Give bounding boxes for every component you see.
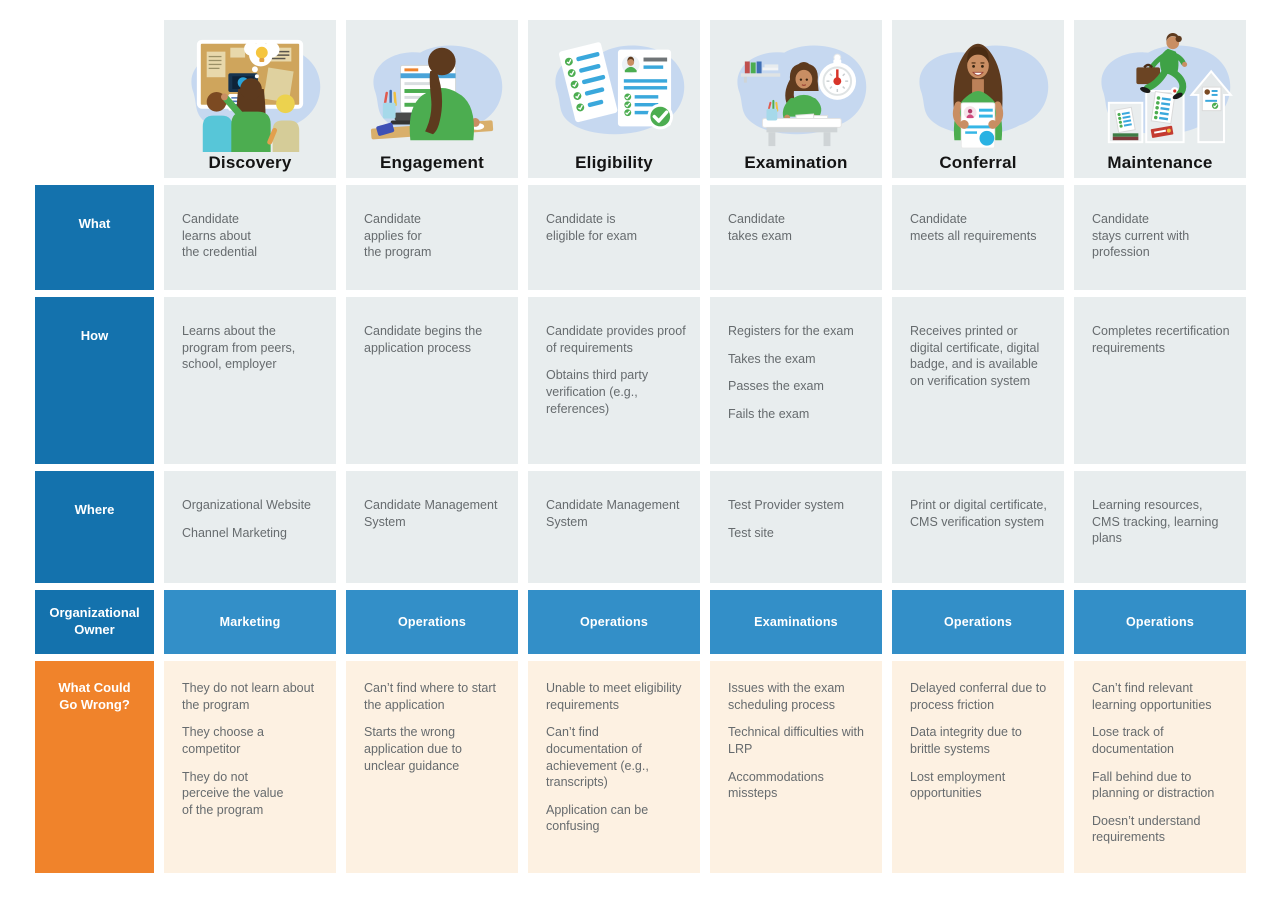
cell-paragraph: Learning resources, CMS tracking, learni… — [1092, 498, 1219, 546]
corner-spacer — [35, 20, 154, 178]
cell-paragraph: Organizational Website — [182, 498, 312, 512]
examination-illustration — [737, 45, 867, 147]
cell-paragraph: Can’t find relevant learning opportuniti… — [1092, 681, 1212, 712]
row-header-where: Where — [35, 471, 154, 583]
owner-cell-eligibility: Operations — [528, 590, 700, 654]
cell-paragraph: Test Provider system — [728, 498, 845, 512]
what-cell-examination: Candidate takes exam — [710, 185, 882, 290]
how-cell-conferral: Receives printed or digital certificate,… — [892, 297, 1064, 464]
owner-cell-discovery: Marketing — [164, 590, 336, 654]
stage-title-examination: Examination — [744, 153, 848, 172]
what-cell-maintenance: Candidate stays current with profession — [1074, 185, 1246, 290]
row-header-how: How — [35, 297, 154, 464]
cell-paragraph: Candidate provides proof of requirements — [546, 324, 686, 355]
cell-paragraph: Registers for the exam — [728, 324, 854, 338]
cell-paragraph: Channel Marketing — [182, 525, 287, 540]
eligibility-illustration — [555, 42, 685, 135]
stage-header-conferral: Conferral — [892, 20, 1064, 178]
what-cell-conferral: Candidate meets all requirements — [892, 185, 1064, 290]
how-cell-discovery: Learns about the program from peers, sch… — [164, 297, 336, 464]
what-cell-engagement: Candidate applies for the program — [346, 185, 518, 290]
stage-header-discovery: Discovery — [164, 20, 336, 178]
cell-paragraph: Passes the exam — [728, 379, 824, 394]
cell-paragraph: Receives printed or digital certificate,… — [910, 324, 1040, 388]
wrong-cell-engagement: Can’t find where to start the applicatio… — [346, 661, 518, 873]
stage-title-discovery: Discovery — [208, 153, 292, 172]
maintenance-illustration — [1101, 32, 1233, 144]
stage-header-examination: Examination — [710, 20, 882, 178]
cell-paragraph: Lose track of documentation — [1092, 725, 1175, 756]
cell-paragraph: Delayed conferral due to process frictio… — [910, 681, 1047, 712]
owner-cell-maintenance: Operations — [1074, 590, 1246, 654]
cell-paragraph: Application can be confusing — [546, 802, 649, 834]
owner-cell-engagement: Operations — [346, 590, 518, 654]
owner-cell-conferral: Operations — [892, 590, 1064, 654]
discovery-illustration — [191, 39, 321, 152]
stage-title-conferral: Conferral — [939, 153, 1017, 172]
stage-header-eligibility: Eligibility — [528, 20, 700, 178]
cell-paragraph: Accommodations missteps — [728, 769, 824, 801]
cell-paragraph: They do not perceive the value of the pr… — [182, 769, 284, 817]
candidate-journey-map: Discovery Engagement — [35, 20, 1246, 873]
stage-header-maintenance: Maintenance — [1074, 20, 1246, 178]
wrong-cell-maintenance: Can’t find relevant learning opportuniti… — [1074, 661, 1246, 873]
cell-paragraph: Candidate stays current with profession — [1092, 212, 1190, 260]
cell-paragraph: Technical difficulties with LRP — [728, 725, 864, 756]
what-cell-discovery: Candidate learns about the credential — [164, 185, 336, 290]
wrong-cell-conferral: Delayed conferral due to process frictio… — [892, 661, 1064, 873]
cell-paragraph: Unable to meet eligibility requirements — [546, 681, 682, 712]
row-header-organizational-owner: Organizational Owner — [35, 590, 154, 654]
cell-paragraph: They do not learn about the program — [182, 681, 315, 712]
stage-title-engagement: Engagement — [379, 153, 485, 172]
engagement-illustration — [370, 45, 503, 141]
cell-paragraph: Candidate Management System — [546, 498, 680, 529]
cell-paragraph: Learns about the program from peers, sch… — [182, 324, 296, 372]
stage-header-engagement: Engagement — [346, 20, 518, 178]
cell-paragraph: Completes recertification requirements — [1092, 324, 1230, 355]
where-cell-maintenance: Learning resources, CMS tracking, learni… — [1074, 471, 1246, 583]
stage-title-eligibility: Eligibility — [575, 153, 653, 172]
where-cell-conferral: Print or digital certificate, CMS verifi… — [892, 471, 1064, 583]
cell-paragraph: Candidate meets all requirements — [910, 212, 1037, 243]
cell-paragraph: Test site — [728, 525, 774, 540]
how-cell-maintenance: Completes recertification requirements — [1074, 297, 1246, 464]
where-cell-eligibility: Candidate Management System — [528, 471, 700, 583]
cell-paragraph: Fails the exam — [728, 406, 810, 421]
cell-paragraph: Can’t find where to start the applicatio… — [364, 681, 497, 712]
what-cell-eligibility: Candidate is eligible for exam — [528, 185, 700, 290]
cell-paragraph: Candidate takes exam — [728, 212, 792, 243]
conferral-illustration — [919, 43, 1049, 149]
stage-title-maintenance: Maintenance — [1107, 153, 1213, 172]
cell-paragraph: Starts the wrong application due to uncl… — [364, 725, 462, 773]
how-cell-eligibility: Candidate provides proof of requirements… — [528, 297, 700, 464]
where-cell-engagement: Candidate Management System — [346, 471, 518, 583]
cell-paragraph: Candidate Management System — [364, 498, 498, 529]
row-header-what: What — [35, 185, 154, 290]
cell-paragraph: Candidate learns about the credential — [182, 212, 258, 260]
owner-cell-examination: Examinations — [710, 590, 882, 654]
cell-paragraph: Print or digital certificate, CMS verifi… — [910, 498, 1047, 529]
cell-paragraph: Obtains third party verification (e.g., … — [546, 368, 649, 416]
cell-paragraph: Candidate begins the application process — [364, 324, 483, 355]
row-header-what-could-go-wrong: What Could Go Wrong? — [35, 661, 154, 873]
cell-paragraph: Can’t find documentation of achievement … — [546, 725, 649, 790]
cell-paragraph: Takes the exam — [728, 351, 816, 366]
cell-paragraph: Fall behind due to planning or distracti… — [1092, 769, 1215, 801]
cell-paragraph: Data integrity due to brittle systems — [910, 725, 1022, 756]
cell-paragraph: Lost employment opportunities — [910, 769, 1006, 801]
cell-paragraph: Candidate is eligible for exam — [546, 212, 638, 243]
cell-paragraph: Issues with the exam scheduling process — [728, 681, 845, 712]
cell-paragraph: Doesn’t understand requirements — [1092, 813, 1201, 845]
cell-paragraph: Candidate applies for the program — [364, 212, 432, 260]
cell-paragraph: They choose a competitor — [182, 725, 264, 756]
how-cell-engagement: Candidate begins the application process — [346, 297, 518, 464]
